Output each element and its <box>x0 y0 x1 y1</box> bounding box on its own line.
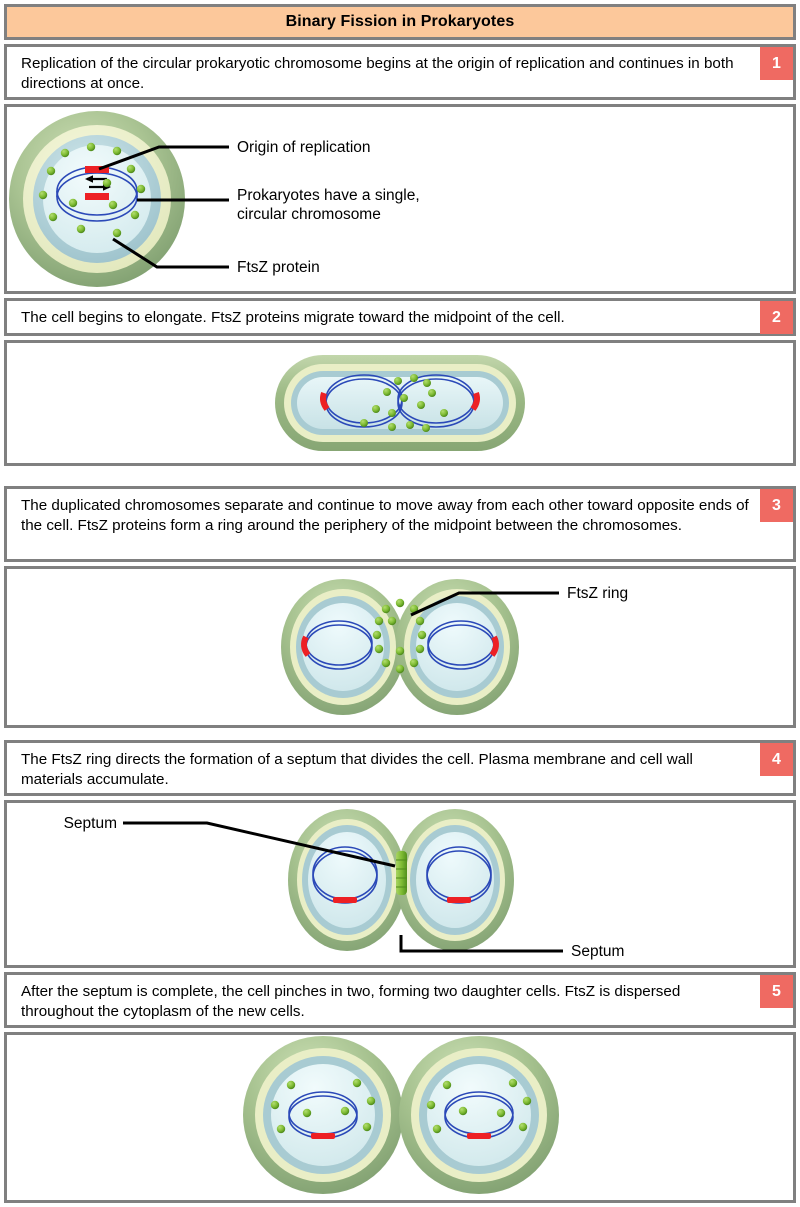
ftsz-proteins-stage2 <box>360 374 448 432</box>
daughter-cell-right <box>399 1036 559 1194</box>
label-septum-top: Septum <box>64 815 117 832</box>
leader-septum-bottom <box>399 935 563 953</box>
step-3-caption-panel: The duplicated chromosomes separate and … <box>4 486 796 562</box>
daughter-cell-left <box>243 1036 403 1194</box>
label-ftsz-ring: FtsZ ring <box>567 585 628 602</box>
step-3-caption: The duplicated chromosomes separate and … <box>21 497 749 534</box>
step-4-caption-panel: The FtsZ ring directs the formation of a… <box>4 740 796 796</box>
step-2-badge: 2 <box>760 301 793 334</box>
origin-left <box>320 391 330 411</box>
origin-right-stage3 <box>489 635 499 657</box>
ftsz-proteins-right <box>426 1078 532 1134</box>
step-2-art-panel <box>4 340 796 466</box>
label-circular-chromosome-line2: circular chromosome <box>237 206 381 223</box>
origin-of-replication-top <box>85 166 109 173</box>
step-4-art-panel: Septum Septum <box>4 800 796 968</box>
step-4-caption: The FtsZ ring directs the formation of a… <box>21 751 693 788</box>
arrow-head-left <box>85 175 93 183</box>
ftsz-proteins-stage1 <box>38 142 146 238</box>
step-1-caption: Replication of the circular prokaryotic … <box>21 55 734 92</box>
origin-left-stage3 <box>301 635 311 657</box>
figure-title-bar: Binary Fission in Prokaryotes <box>4 4 796 40</box>
step-5-art-panel <box>4 1032 796 1203</box>
step-4-badge: 4 <box>760 743 793 776</box>
leader-ftsz <box>112 237 229 269</box>
step-1-caption-panel: Replication of the circular prokaryotic … <box>4 44 796 100</box>
label-circular-chromosome-line1: Prokaryotes have a single, <box>237 187 420 204</box>
ftsz-proteins-left <box>270 1078 376 1134</box>
label-origin-of-replication: Origin of replication <box>237 139 371 156</box>
step-1-badge: 1 <box>760 47 793 80</box>
cytoplasm <box>271 1064 375 1166</box>
step-5-badge: 5 <box>760 975 793 1008</box>
leader-lines-stage3 <box>410 591 559 617</box>
leader-septum-top <box>123 821 396 868</box>
label-septum-bottom: Septum <box>571 943 624 960</box>
step-5-caption-panel: After the septum is complete, the cell p… <box>4 972 796 1028</box>
page-title: Binary Fission in Prokaryotes <box>285 13 515 30</box>
origin-right-stage4 <box>447 897 471 903</box>
leader-ftsz-ring <box>410 591 559 617</box>
step-3-badge: 3 <box>760 489 793 522</box>
step-1-art-panel: Origin of replication Prokaryotes have a… <box>4 104 796 294</box>
cytoplasm <box>297 377 503 429</box>
step-5-caption: After the septum is complete, the cell p… <box>21 983 681 1020</box>
origin-left-stage5 <box>311 1133 335 1139</box>
leader-lines-stage4 <box>123 821 563 953</box>
septum-structure <box>396 851 407 895</box>
prokaryotic-cell-stage2 <box>275 355 525 451</box>
cytoplasm <box>427 1064 531 1166</box>
dividing-cell-stage3 <box>281 579 519 715</box>
leader-origin <box>98 145 229 171</box>
label-ftsz-protein: FtsZ protein <box>237 259 320 276</box>
leader-lines-stage1 <box>98 145 229 269</box>
origin-right-stage5 <box>467 1133 491 1139</box>
origin-right <box>470 391 480 411</box>
origin-left-stage4 <box>333 897 357 903</box>
step-3-art-panel: FtsZ ring <box>4 566 796 728</box>
step-2-caption-panel: The cell begins to elongate. FtsZ protei… <box>4 298 796 336</box>
step-2-caption: The cell begins to elongate. FtsZ protei… <box>21 309 565 326</box>
cytoplasm <box>302 603 498 691</box>
origin-of-replication-bottom <box>85 193 109 200</box>
